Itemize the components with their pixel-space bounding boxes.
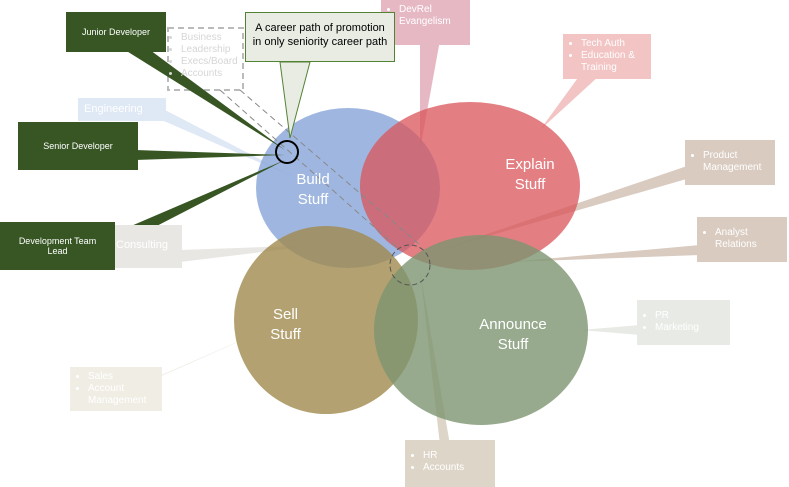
list-item: Sales (88, 371, 158, 383)
business-box: BusinessLeadershipExecs/BoardAccounts (168, 28, 243, 90)
hr-box: HRAccounts (405, 440, 495, 487)
list-item: Execs/Board (181, 56, 239, 68)
sales-box: SalesAccount Management (70, 367, 162, 411)
label-line: Stuff (297, 191, 329, 208)
consulting-box: Consulting (112, 225, 182, 268)
seniority-circle (275, 140, 299, 164)
career-path-callout: A career path of promotion in only senio… (245, 12, 395, 62)
callout-text: Junior Developer (81, 27, 151, 37)
list-item: Leadership (181, 44, 239, 56)
label-line: Stuff (514, 176, 546, 193)
pr-box: PRMarketing (637, 300, 730, 345)
engineering-box: Engineering (78, 98, 166, 121)
list-item: Business (181, 32, 239, 44)
label-line: Stuff (270, 326, 301, 343)
analyst-box: Analyst Relations (697, 217, 787, 262)
label-line: Announce (479, 316, 547, 333)
senior-pointer (135, 150, 285, 160)
business-dashed-box (167, 27, 244, 91)
consulting-label: Consulting (116, 239, 168, 251)
list-item: Evangelism (399, 16, 466, 28)
list-item: Analyst Relations (715, 227, 783, 251)
announce-stuff-circle (374, 235, 588, 425)
explain-stuff-circle (360, 102, 580, 270)
junior-developer-callout: Junior Developer (66, 12, 166, 52)
tech-auth-box: Tech AuthEducation & Training (563, 34, 651, 79)
team-lead-callout: Development Team Lead (0, 222, 115, 270)
list-item: Accounts (181, 68, 239, 80)
list-item: HR (423, 450, 491, 462)
list-item: PR (655, 310, 726, 322)
product-box: Product Management (685, 140, 775, 185)
label-line: Sell (272, 306, 298, 323)
target-dashed-circle (389, 244, 431, 286)
senior-developer-callout: Senior Developer (18, 122, 138, 170)
devrel-box: DevRelEvangelism (381, 0, 470, 45)
analyst-pointer (510, 245, 700, 262)
list-item: DevRel (399, 4, 466, 16)
list-item: Account Management (88, 383, 158, 407)
engineering-label: Engineering (84, 103, 143, 115)
junior-pointer (125, 50, 285, 150)
pr-pointer (580, 325, 640, 335)
list-item: Product Management (703, 150, 771, 174)
list-item: Tech Auth (581, 38, 647, 50)
dashed-line (219, 89, 401, 251)
list-item: Accounts (423, 462, 491, 474)
label-line: Explain (505, 156, 555, 173)
sell-stuff-circle (234, 226, 418, 414)
label-line: Build (296, 171, 330, 188)
list-item: Marketing (655, 322, 726, 334)
callout-text: Senior Developer (43, 141, 113, 151)
callout-text: A career path of promotion in only senio… (252, 22, 388, 48)
label-line: Stuff (497, 336, 529, 353)
career-pointer (279, 61, 311, 139)
callout-text: Development Team Lead (18, 236, 97, 256)
techauth-pointer (540, 75, 600, 130)
list-item: Education & Training (581, 50, 647, 74)
